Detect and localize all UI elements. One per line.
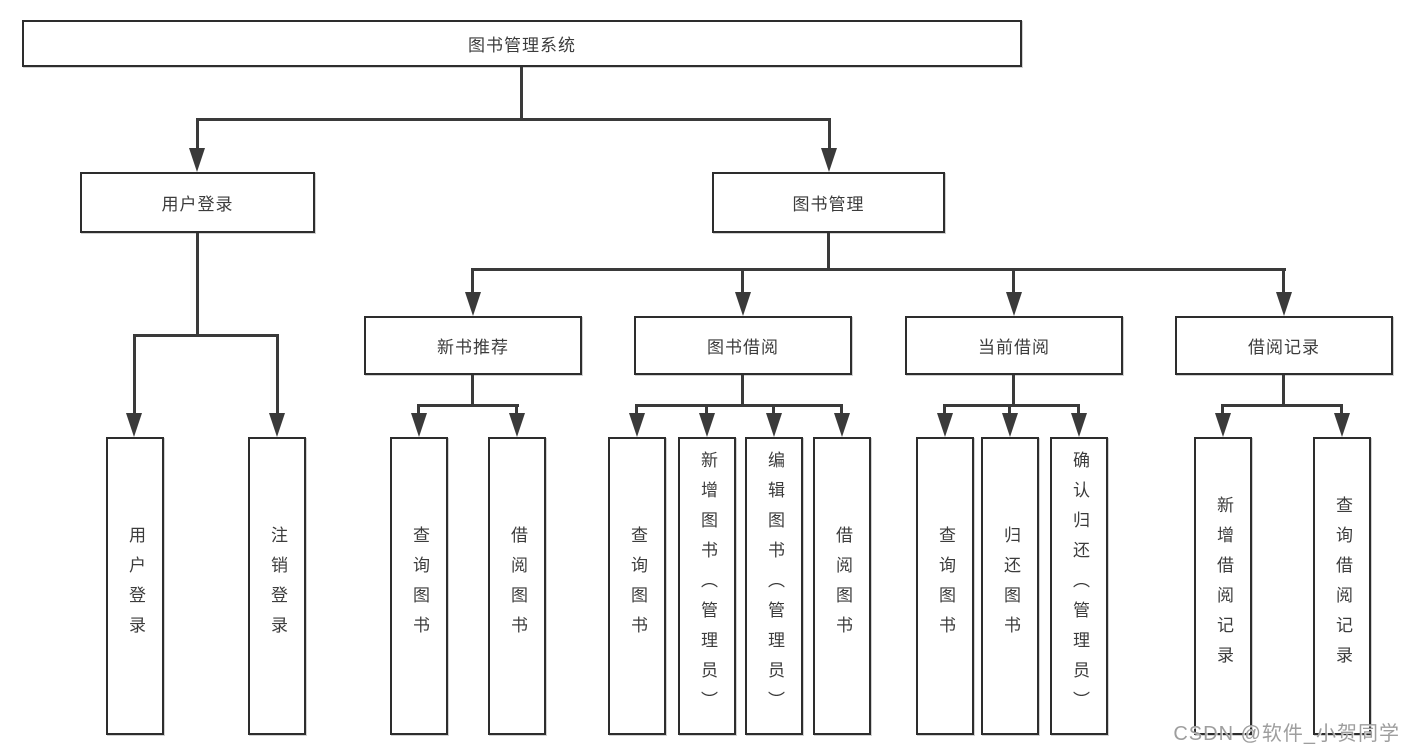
- connector-root-rail: [196, 118, 831, 121]
- connector-drop: [133, 334, 136, 417]
- leaf-label: 查询图书: [628, 526, 647, 646]
- node-user-login: 用户登录: [80, 172, 315, 233]
- connector-bookmgmt-stem: [827, 233, 830, 270]
- leaf-label: 查询图书: [936, 526, 955, 646]
- leaf-label: 借阅图书: [833, 526, 852, 646]
- leaf-label: 归还图书: [1001, 526, 1020, 646]
- connector-root-stem: [520, 67, 523, 120]
- arrowhead: [465, 292, 481, 316]
- connector-drop: [943, 404, 946, 418]
- connector-drop: [741, 268, 744, 296]
- node-book-borrow: 图书借阅: [634, 316, 852, 375]
- node-query-book-recommend: 查询图书: [390, 437, 448, 735]
- arrowhead: [1276, 292, 1292, 316]
- connector-drop: [1012, 268, 1015, 296]
- node-query-book-current: 查询图书: [916, 437, 974, 735]
- connector-drop: [1077, 404, 1080, 418]
- connector-stem: [471, 375, 474, 406]
- arrowhead: [699, 413, 715, 437]
- leaf-label: 查询借阅记录: [1333, 496, 1352, 676]
- node-current-borrow: 当前借阅: [905, 316, 1123, 375]
- arrowhead: [269, 413, 285, 437]
- arrowhead: [1071, 413, 1087, 437]
- node-borrow-records: 借阅记录: [1175, 316, 1393, 375]
- connector-drop: [1221, 404, 1224, 418]
- leaf-label: 注销登录: [268, 526, 287, 646]
- connector-drop: [772, 404, 775, 418]
- arrowhead: [509, 413, 525, 437]
- leaf-label: 确认归还（管理员）: [1070, 451, 1089, 721]
- connector-rail: [1221, 404, 1343, 407]
- node-add-book-admin: 新增图书（管理员）: [678, 437, 736, 735]
- arrowhead: [766, 413, 782, 437]
- arrowhead: [834, 413, 850, 437]
- arrowhead: [735, 292, 751, 316]
- connector-drop: [1340, 404, 1343, 418]
- connector-drop: [471, 268, 474, 296]
- node-library-system: 图书管理系统: [22, 20, 1022, 67]
- arrowhead: [629, 413, 645, 437]
- node-edit-book-admin: 编辑图书（管理员）: [745, 437, 803, 735]
- connector-rail: [417, 404, 519, 407]
- arrowhead: [821, 148, 837, 172]
- node-query-book-borrow: 查询图书: [608, 437, 666, 735]
- connector-userlogin-stem: [196, 233, 199, 336]
- connector-bookmgmt-drop: [828, 118, 831, 152]
- node-logout: 注销登录: [248, 437, 306, 735]
- connector-stem: [741, 375, 744, 406]
- node-book-management: 图书管理: [712, 172, 945, 233]
- arrowhead: [1002, 413, 1018, 437]
- connector-drop: [1282, 268, 1285, 296]
- node-borrow-book-recommend: 借阅图书: [488, 437, 546, 735]
- connector-userlogin-rail: [133, 334, 279, 337]
- arrowhead: [937, 413, 953, 437]
- connector-stem: [1282, 375, 1285, 406]
- connector-bookmgmt-rail: [471, 268, 1286, 271]
- node-confirm-return-admin: 确认归还（管理员）: [1050, 437, 1108, 735]
- leaf-label: 借阅图书: [508, 526, 527, 646]
- node-user-login-leaf: 用户登录: [106, 437, 164, 735]
- connector-rail: [635, 404, 843, 407]
- arrowhead: [1006, 292, 1022, 316]
- leaf-label: 编辑图书（管理员）: [765, 451, 784, 721]
- connector-drop: [515, 404, 518, 418]
- node-new-book-recommend: 新书推荐: [364, 316, 582, 375]
- connector-drop: [1008, 404, 1011, 418]
- arrowhead: [1334, 413, 1350, 437]
- node-query-borrow-record: 查询借阅记录: [1313, 437, 1371, 735]
- arrowhead: [411, 413, 427, 437]
- connector-drop: [840, 404, 843, 418]
- node-add-borrow-record: 新增借阅记录: [1194, 437, 1252, 735]
- connector-drop: [276, 334, 279, 417]
- arrowhead: [1215, 413, 1231, 437]
- connector-userlogin-drop: [196, 118, 199, 152]
- connector-stem: [1012, 375, 1015, 406]
- csdn-watermark: CSDN @软件_小贺同学: [1173, 723, 1400, 745]
- arrowhead: [126, 413, 142, 437]
- node-return-book: 归还图书: [981, 437, 1039, 735]
- connector-drop: [635, 404, 638, 418]
- connector-drop: [417, 404, 420, 418]
- leaf-label: 新增借阅记录: [1214, 496, 1233, 676]
- arrowhead: [189, 148, 205, 172]
- connector-rail: [943, 404, 1080, 407]
- node-borrow-book: 借阅图书: [813, 437, 871, 735]
- leaf-label: 查询图书: [410, 526, 429, 646]
- connector-drop: [705, 404, 708, 418]
- leaf-label: 新增图书（管理员）: [698, 451, 717, 721]
- leaf-label: 用户登录: [126, 526, 145, 646]
